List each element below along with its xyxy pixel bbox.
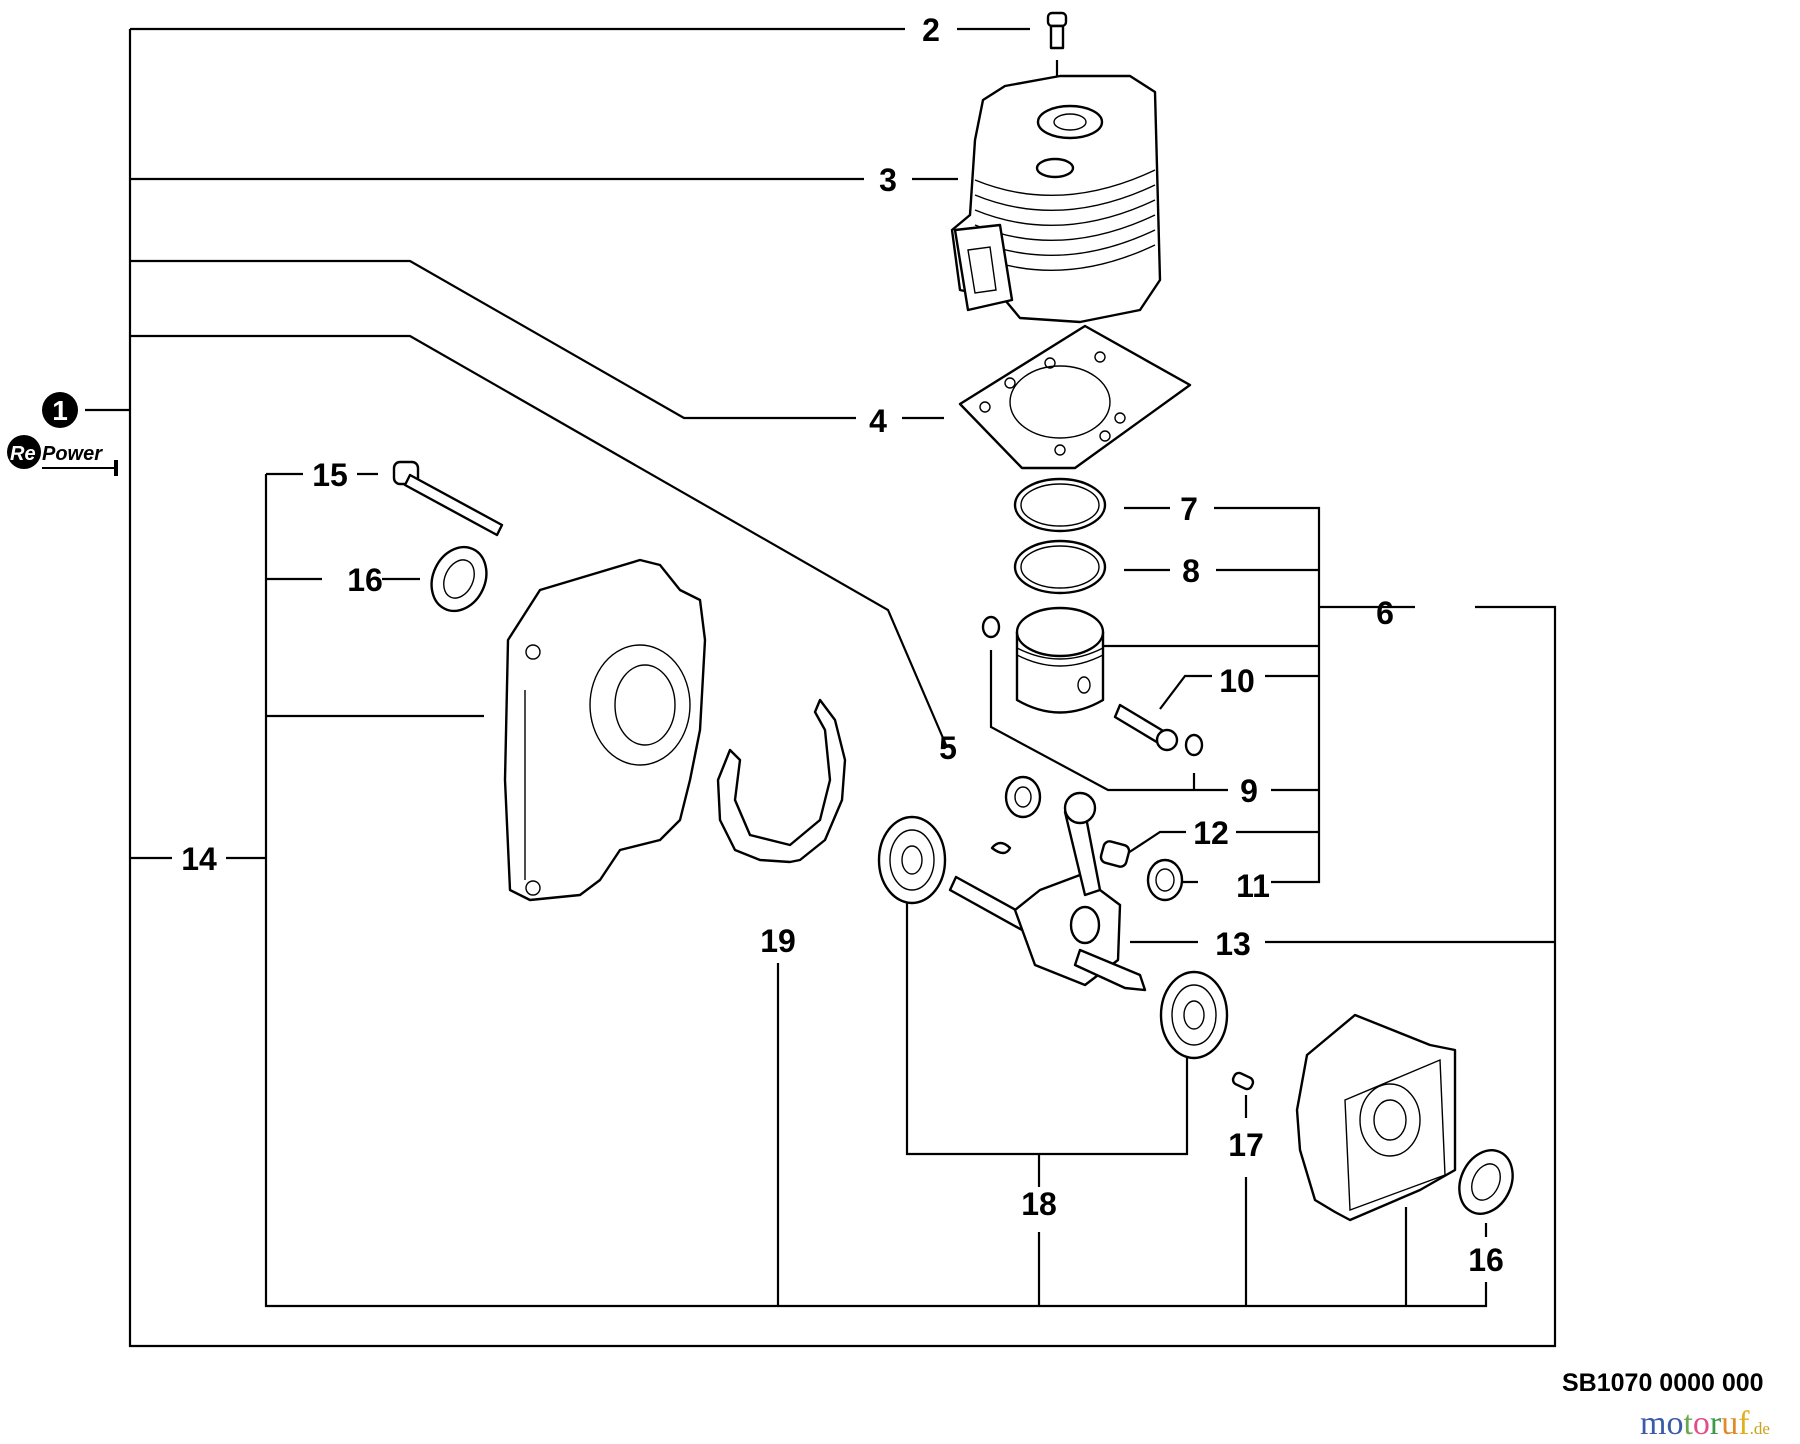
watermark-letters: motoruf	[1640, 1405, 1750, 1442]
needle-bearing-part	[1099, 840, 1131, 868]
callout-16-right[interactable]: 16	[1468, 1242, 1504, 1278]
watermark-letter: f	[1738, 1405, 1750, 1442]
callout-5[interactable]: 5	[939, 730, 957, 766]
callout-15[interactable]: 15	[312, 457, 348, 493]
motoruf-watermark: motoruf.de	[1640, 1405, 1770, 1443]
crank-washer-part	[1004, 775, 1042, 819]
oil-seal-left-part	[430, 545, 488, 613]
repower-logo-plug	[114, 460, 118, 476]
main-assembly-bracket	[85, 27, 1557, 1348]
crankshaft-part	[948, 791, 1147, 992]
callout-10[interactable]: 10	[1219, 663, 1255, 699]
callout-7[interactable]: 7	[1180, 491, 1198, 527]
crankcase-cover-part	[1295, 1013, 1457, 1222]
repower-logo-re: Re	[10, 443, 36, 465]
piston-kit-bracket	[989, 506, 1555, 944]
callout-19[interactable]: 19	[760, 923, 796, 959]
callout-labels: 1 2 3 4 5 6 7 8 9 10 11 12 13 14 15 16 1…	[42, 12, 1504, 1278]
callout-4[interactable]: 4	[869, 403, 887, 439]
assembly-badge-circle	[42, 392, 78, 428]
callout-11[interactable]: 11	[1236, 868, 1270, 904]
watermark-letter: t	[1683, 1405, 1693, 1442]
callout-3[interactable]: 3	[879, 162, 897, 198]
callout-12[interactable]: 12	[1193, 815, 1229, 851]
piston-rings-part	[1013, 477, 1107, 595]
thrust-washer-part	[1146, 858, 1184, 902]
callout-9[interactable]: 9	[1240, 773, 1258, 809]
crankcase-gasket-part	[716, 698, 847, 864]
dowel-pin-part	[1231, 1071, 1255, 1091]
crankcase-bracket	[264, 472, 1488, 1308]
callout-2[interactable]: 2	[922, 12, 940, 48]
watermark-letter: o	[1666, 1405, 1684, 1442]
callout-16[interactable]: 16	[347, 562, 383, 598]
watermark-letter: u	[1721, 1405, 1739, 1442]
callout-6[interactable]: 6	[1376, 595, 1394, 631]
repower-logo-power: Power	[42, 443, 103, 465]
ball-bearing-part	[877, 815, 1229, 1060]
assembly-badge-number: 1	[52, 395, 68, 426]
repower-logo: Re Power	[4, 432, 124, 487]
callout-13[interactable]: 13	[1215, 926, 1251, 962]
repower-logo-circle	[7, 435, 41, 469]
piston-part	[1015, 606, 1105, 714]
watermark-letter: r	[1709, 1405, 1722, 1442]
crankcase-screw-part	[392, 460, 504, 537]
diagram-reference-code: SB1070 0000 000	[1562, 1369, 1764, 1397]
woodruff-key-part	[990, 841, 1012, 855]
cylinder-gasket-part	[958, 324, 1192, 470]
callout-14[interactable]: 14	[181, 841, 217, 877]
callout-8[interactable]: 8	[1182, 553, 1200, 589]
callout-17[interactable]: 17	[1228, 1127, 1264, 1163]
oil-seal-right-part	[1458, 1149, 1514, 1215]
piston-pin-part	[1113, 703, 1179, 752]
watermark-domain: .de	[1749, 1419, 1770, 1438]
watermark-letter: m	[1640, 1405, 1667, 1442]
crankcase-half-part	[503, 558, 707, 902]
callout-18[interactable]: 18	[1021, 1186, 1057, 1222]
watermark-letter: o	[1692, 1405, 1710, 1442]
cylinder-part	[950, 74, 1162, 324]
circlip-part	[981, 615, 1204, 757]
